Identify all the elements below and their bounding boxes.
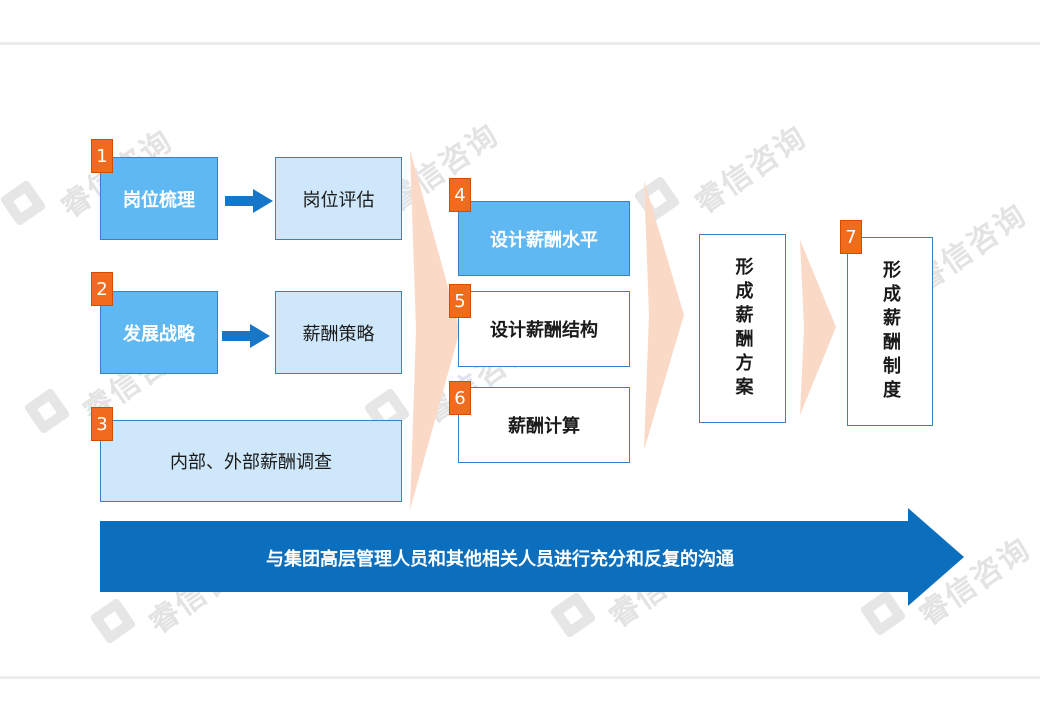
step-label: 薪酬计算 — [508, 416, 580, 437]
step-label: 内部、外部薪酬调查 — [170, 452, 332, 473]
step-job-evaluation: 岗位评估 — [275, 157, 402, 240]
step-number-badge: 4 — [449, 178, 471, 212]
watermark: 睿信咨询 — [688, 119, 814, 222]
step-label: 形成薪酬制度 — [880, 259, 901, 404]
step-number-badge: 2 — [91, 272, 113, 306]
step-label: 形成薪酬方案 — [732, 256, 754, 401]
step-salary-calculation: 薪酬计算 — [458, 387, 630, 463]
bottom-rule — [0, 676, 1040, 679]
step-salary-structure: 设计薪酬结构 — [458, 291, 630, 367]
chevron-arrow-3 — [800, 240, 836, 415]
step-number-badge: 3 — [91, 407, 113, 441]
step-job-sorting: 岗位梳理 — [100, 157, 218, 240]
step-label: 设计薪酬水平 — [490, 229, 598, 251]
communication-banner-arrow — [100, 508, 964, 606]
step-salary-survey: 内部、外部薪酬调查 — [100, 420, 402, 502]
step-salary-level: 设计薪酬水平 — [458, 201, 630, 276]
step-number-badge: 5 — [449, 284, 471, 318]
step-number-badge: 6 — [449, 381, 471, 415]
step-label: 薪酬策略 — [302, 323, 375, 345]
step-label: 发展战略 — [123, 323, 195, 345]
right-arrow-icon — [225, 189, 273, 213]
watermark-logo — [0, 179, 47, 227]
step-label: 岗位梳理 — [123, 189, 195, 211]
communication-banner-text: 与集团高层管理人员和其他相关人员进行充分和反复的沟通 — [266, 549, 734, 570]
chevron-arrow-1 — [410, 150, 460, 510]
step-label: 设计薪酬结构 — [490, 320, 598, 341]
watermark-logo — [23, 387, 71, 435]
step-salary-strategy: 薪酬策略 — [275, 291, 402, 374]
right-arrow-icon — [222, 324, 270, 348]
chevron-arrow-2 — [644, 180, 684, 450]
step-salary-plan: 形成薪酬方案 — [699, 234, 786, 423]
top-rule — [0, 42, 1040, 45]
step-number-badge: 1 — [91, 139, 113, 173]
step-salary-system: 形成薪酬制度 — [847, 237, 933, 426]
step-number-badge: 7 — [840, 220, 862, 254]
step-development-strategy: 发展战略 — [100, 291, 218, 374]
step-label: 岗位评估 — [302, 189, 375, 211]
